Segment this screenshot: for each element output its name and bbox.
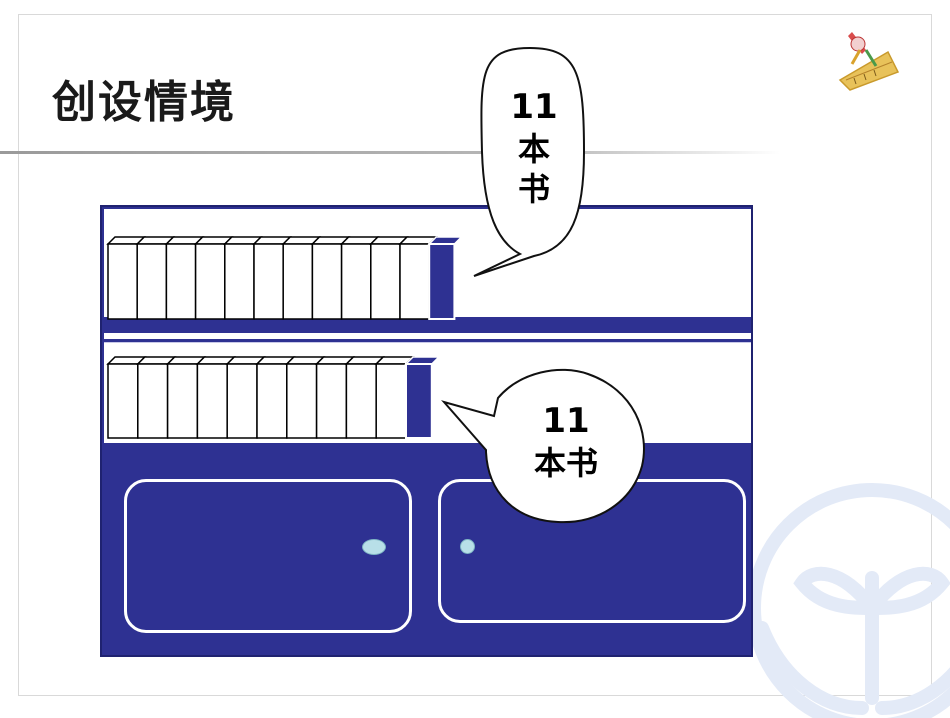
bubble-bottom-line1: 本书 (533, 443, 598, 482)
bubble-top-number: 11 (510, 87, 558, 127)
top-row-book (398, 236, 439, 320)
speech-bubble-top (473, 46, 586, 277)
cabinet-door-left (124, 479, 412, 633)
slide-frame (18, 14, 932, 696)
bottom-row-book (314, 356, 356, 439)
top-row-book (252, 236, 293, 320)
bottom-row-book (225, 356, 266, 439)
door-knob-left (362, 539, 386, 555)
bubble-top-line2: 书 (517, 169, 550, 208)
top-row-book (281, 236, 322, 320)
bubble-top-line1: 本 (517, 129, 550, 168)
top-row-book (193, 236, 234, 320)
top-row-book (368, 236, 409, 320)
top-row-highlighted-book (427, 236, 464, 320)
bottom-row-book (106, 356, 147, 439)
title-divider (0, 151, 780, 154)
slide-title: 创设情境 (52, 77, 236, 128)
shelf-gap (104, 333, 751, 339)
rocket-logo-icon (838, 32, 900, 91)
speech-bubble-bottom (441, 368, 645, 524)
door-knob-right (460, 539, 475, 554)
top-row-book (222, 236, 263, 320)
bubble-bottom-text: 11 本书 (506, 400, 626, 483)
bottom-row-book (374, 356, 415, 439)
bubble-bottom-number: 11 (542, 401, 590, 441)
top-row-book (339, 236, 380, 320)
top-row-book (106, 236, 147, 320)
bottom-row-highlighted-book (404, 356, 441, 439)
bottom-row-book (195, 356, 237, 439)
bottom-row-book (165, 356, 207, 439)
hands-sprout-watermark-icon (747, 483, 950, 718)
bottom-row-book (135, 356, 177, 439)
bubble-top-text: 11 本 书 (490, 86, 578, 209)
